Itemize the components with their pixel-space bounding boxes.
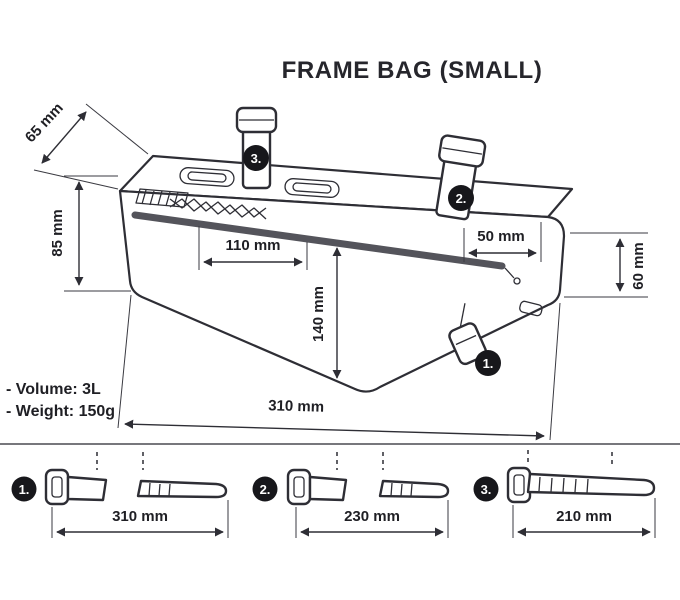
dimension-length: 310 mm	[117, 294, 561, 441]
spec-weight: - Weight: 150g	[6, 403, 115, 420]
zipper	[131, 211, 506, 270]
dimension-center-height-label: 140 mm	[310, 286, 327, 342]
dimension-right-height: 60 mm	[564, 232, 648, 298]
strap-2-dimension: 230 mm	[295, 500, 449, 538]
strap-2-drawing	[286, 452, 450, 506]
marker-2-label: 2.	[456, 191, 467, 206]
dimension-left-height-label: 85 mm	[49, 209, 66, 257]
strap-1-dimension: 310 mm	[51, 500, 229, 538]
strap-3-number: 3.	[481, 482, 492, 497]
marker-1: 1.	[475, 350, 501, 376]
strap-1-drawing	[44, 452, 228, 506]
dimension-left-height: 85 mm	[49, 175, 131, 292]
top-slot-right	[284, 178, 340, 198]
strap-1-number: 1.	[19, 482, 30, 497]
zipper-pull	[504, 267, 515, 279]
strap-2-length: 230 mm	[344, 508, 400, 525]
marker-2: 2.	[448, 185, 474, 211]
strap-3-dimension: 210 mm	[512, 498, 656, 538]
spec-volume: - Volume: 3L	[6, 381, 101, 398]
side-loop	[519, 300, 543, 317]
bag-drawing: 3. 2. 1.	[118, 106, 574, 393]
dimension-right-top-label: 50 mm	[477, 228, 525, 245]
top-slot-left	[179, 167, 235, 187]
strap-2-number: 2.	[260, 482, 271, 497]
strap-3-drawing	[506, 450, 656, 504]
strap-3-length: 210 mm	[556, 508, 612, 525]
dimension-zipper-offset: 110 mm	[198, 226, 308, 270]
dimension-length-label: 310 mm	[268, 397, 324, 416]
strap-detail-3: 3. 210 mm	[473, 450, 656, 538]
zipper-pull-ring	[513, 277, 521, 285]
dimension-right-top: 50 mm	[463, 222, 542, 262]
dimension-right-height-label: 60 mm	[630, 242, 647, 290]
top-strap	[235, 106, 278, 190]
bottom-strap-buckle	[448, 303, 488, 366]
strap-detail-1: 1. 310 mm	[11, 452, 229, 538]
strap-1-length: 310 mm	[112, 508, 168, 525]
marker-1-label: 1.	[483, 356, 494, 371]
page-title: FRAME BAG (SMALL)	[282, 57, 543, 84]
strap-detail-2: 2. 230 mm	[252, 452, 450, 538]
dimension-zipper-offset-label: 110 mm	[225, 237, 280, 254]
marker-3-label: 3.	[251, 151, 262, 166]
dimension-center-height: 140 mm	[310, 247, 342, 379]
dimension-depth-label: 65 mm	[22, 100, 67, 146]
marker-3: 3.	[243, 145, 269, 171]
specs: - Volume: 3L - Weight: 150g	[6, 381, 115, 420]
zigzag-print	[169, 198, 267, 220]
